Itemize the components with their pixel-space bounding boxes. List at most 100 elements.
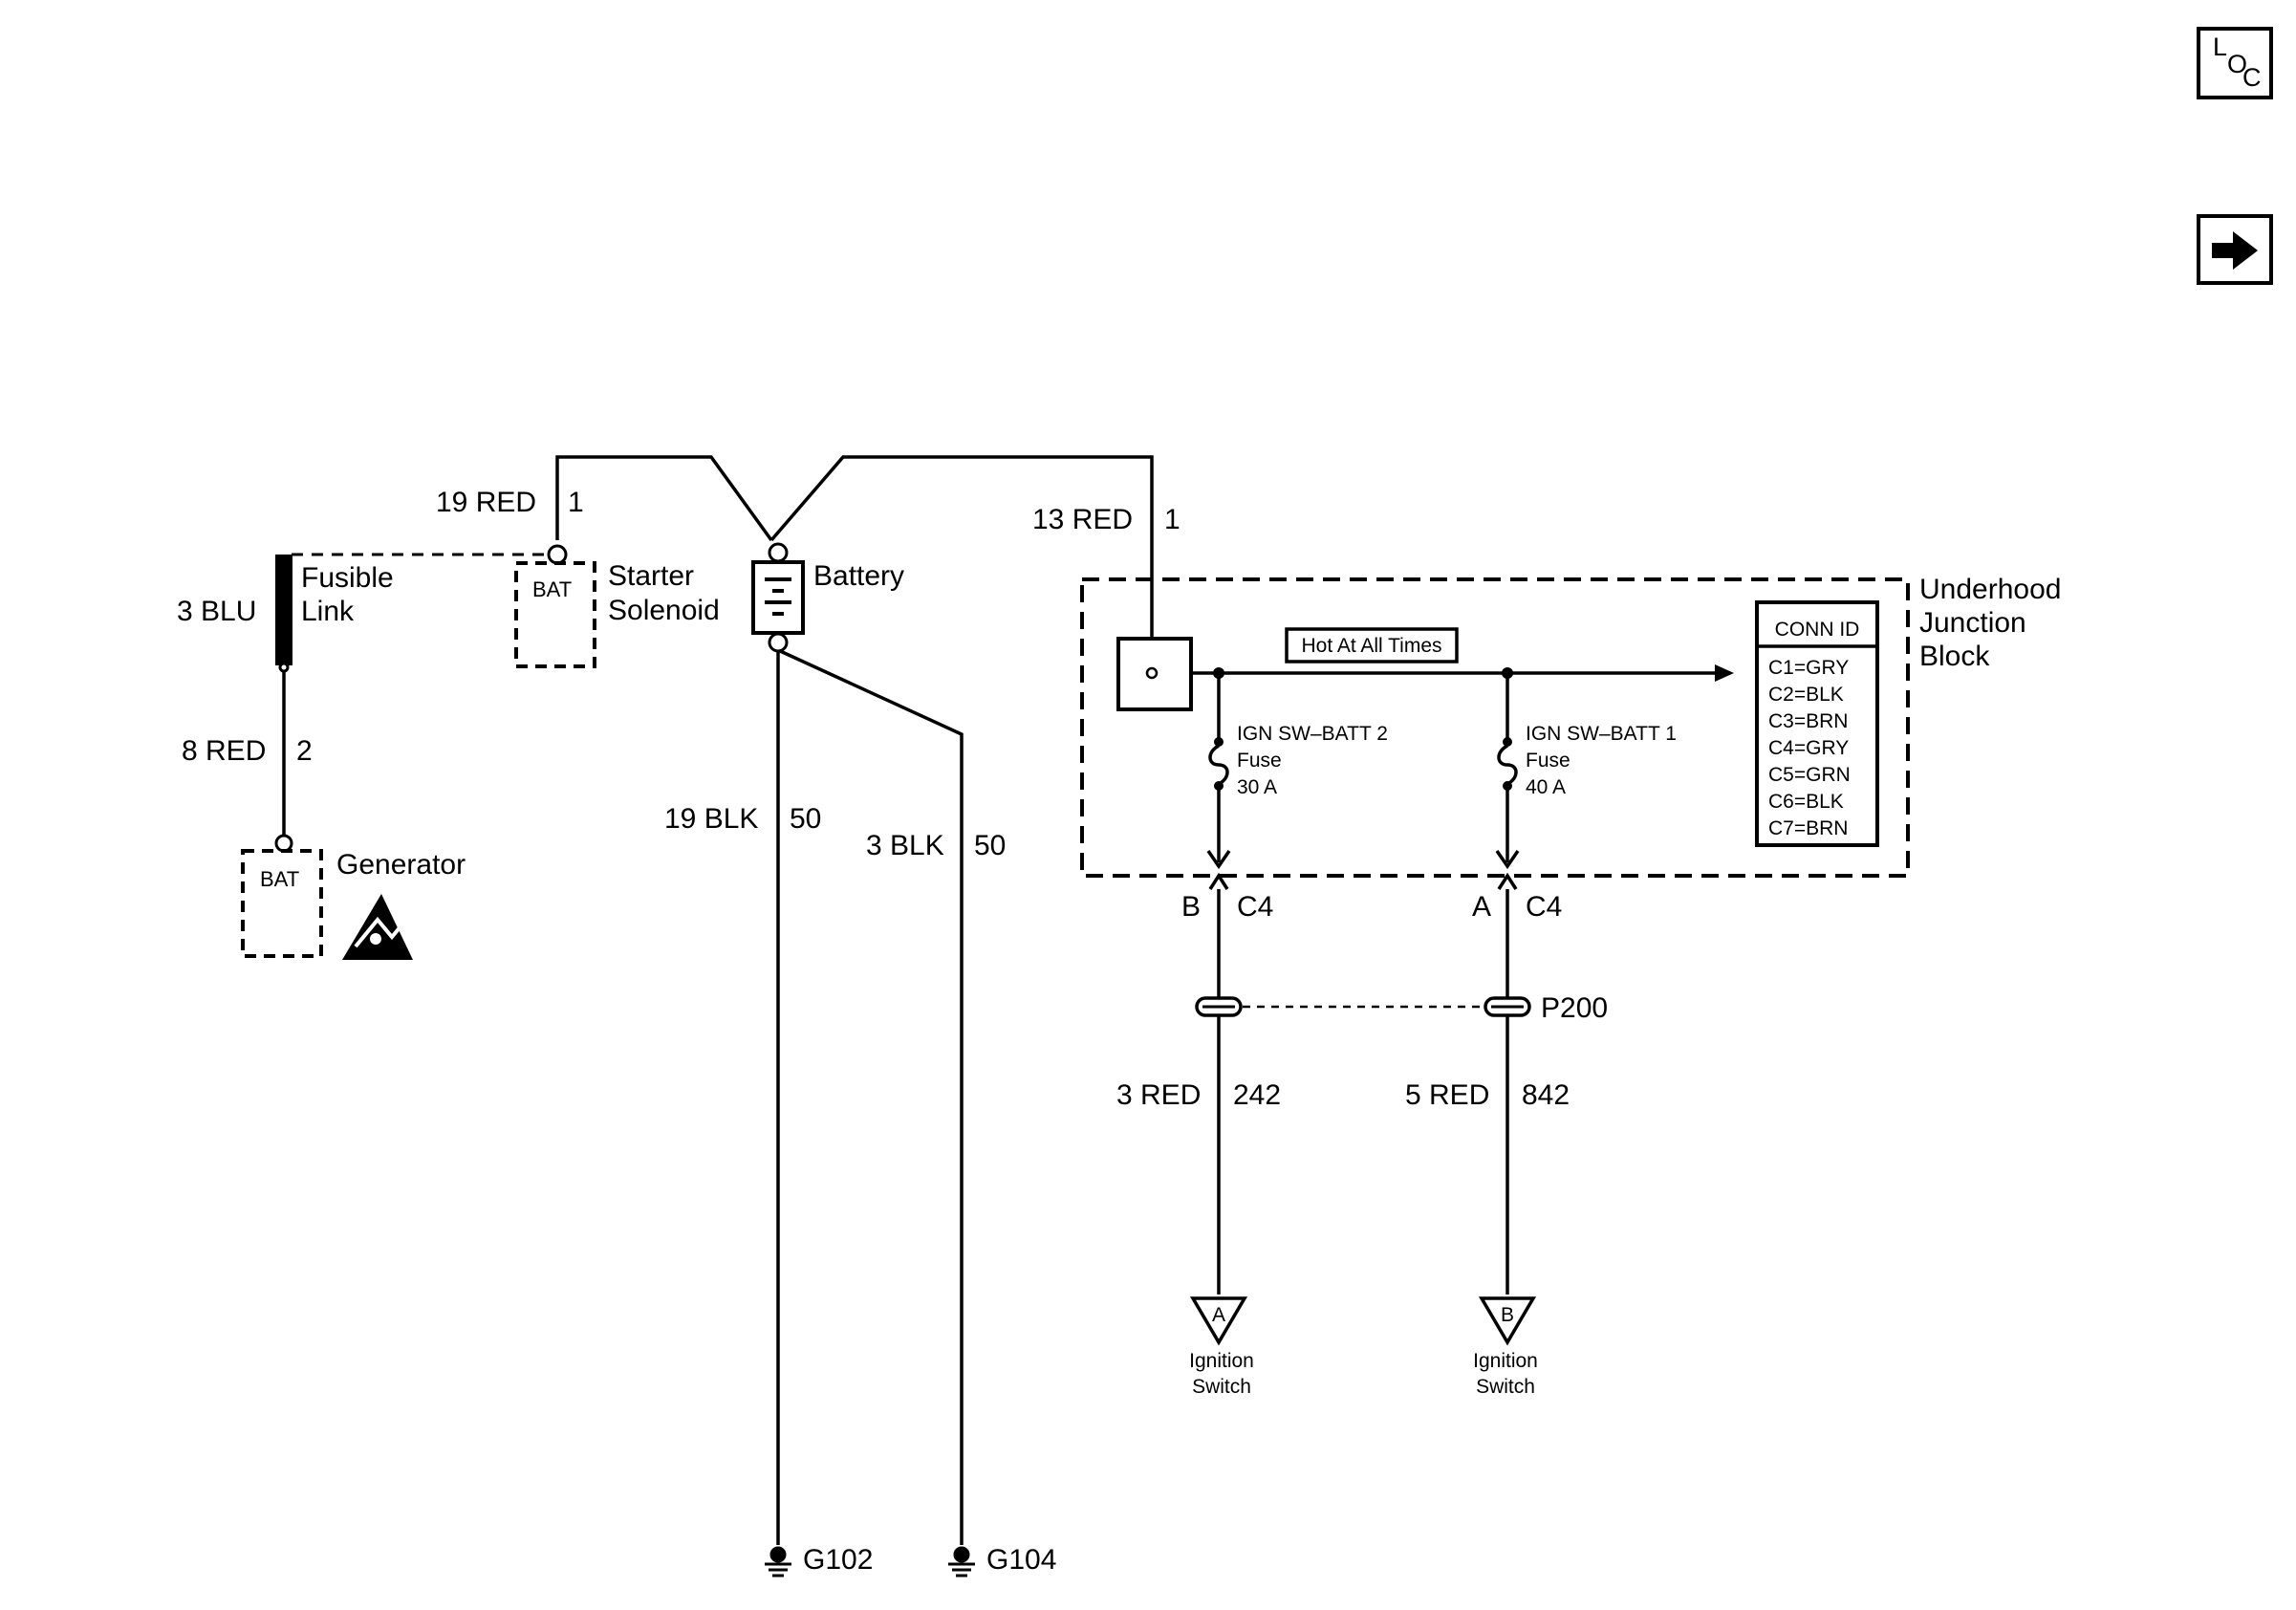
battery: Battery 13 RED 1 19 BLK 50 3 BLK 50 [664,504,1180,861]
fusible-link-lower-terminal [278,662,290,673]
starter-solenoid-terminal [547,544,568,565]
fuse-terminal [1503,781,1512,791]
location-letter-l: L [2213,33,2227,61]
fuse-1-name: IGN SW–BATT 1 [1526,723,1677,745]
generator: BAT Generator [241,834,466,960]
c4-pin-a-label: A [1472,891,1491,923]
circuit-242-gauge-label: 3 RED [1116,1079,1201,1111]
fuse-icon [1208,744,1229,786]
page-reference-a-label: A [1212,1304,1225,1326]
wire-battery-to-junction-block [769,455,1154,673]
output-circuit-242: 3 RED 242 A Ignition Switch [1116,1079,1281,1398]
ground-g104-label: G104 [986,1544,1056,1576]
destination-label-line2: Switch [1192,1376,1251,1398]
junction-block-label-line1: Underhood [1919,574,2061,605]
destination-label-line1: Ignition [1189,1350,1254,1372]
fusible-link-wire-label: 3 BLU [177,596,256,627]
battery-positive-terminal [768,542,789,563]
ground-g102-label: G102 [803,1544,873,1576]
bus-splice-1 [1213,667,1224,679]
connector-male-icon [1497,872,1518,890]
location-button[interactable]: L O C [2197,27,2273,99]
battery-case [751,560,805,635]
fusible-link-label-line1: Fusible [301,562,394,594]
wires [282,455,1721,1545]
conn-id-row: C1=GRY [1768,657,1849,679]
c4-connector-label: C4 [1237,891,1273,923]
fuse-2-type: Fuse [1237,750,1282,772]
battery-negative-terminal [768,632,789,653]
fuse-icon [1497,744,1518,786]
junction-block-boundary [1080,577,1910,878]
conn-id-row: C3=BRN [1768,710,1848,732]
fusible-link: 3 BLU Fusible Link 8 RED 2 [177,555,394,767]
generator-wire-circuit-label: 2 [296,735,313,767]
bus-continues-arrow-icon [1715,664,1734,682]
page-reference-triangle-icon [1478,1296,1537,1346]
fusible-link-label-line2: Link [301,596,355,627]
fuse-2-name: IGN SW–BATT 2 [1237,723,1388,745]
starter-solenoid-terminal-label: BAT [532,577,572,601]
circuit-242-number-label: 242 [1233,1079,1281,1111]
esd-sensitive-icon [342,894,413,960]
arrow-right-icon [2212,231,2258,270]
conn-id-table-frame [1755,600,1879,847]
c4-pin-b-label: B [1181,891,1201,923]
conn-id-row: C7=BRN [1768,817,1848,839]
next-page-button-frame [2197,214,2273,285]
fuse-terminal [1214,781,1224,791]
battery-label: Battery [813,560,904,592]
fuse-ign-sw-batt-1: IGN SW–BATT 1 Fuse 40 A [1497,723,1677,798]
c4-connector-label: C4 [1526,891,1562,923]
wire-battery-ground-g104 [777,648,964,1545]
starter-solenoid-label-line2: Solenoid [608,595,720,626]
conn-id-row: C6=BLK [1768,791,1844,813]
p200-label: P200 [1541,992,1608,1024]
ground-icon [948,1546,975,1577]
inline-connector-icon [1195,996,1243,1017]
starter-solenoid: 19 RED 1 BAT Starter Solenoid [436,487,720,668]
bus-splice-2 [1502,667,1513,679]
hot-at-all-times-label: Hot At All Times [1301,635,1441,657]
connector-male-icon [1208,872,1229,890]
conn-id-table: CONN ID C1=GRY C2=BLK C3=BRN C4=GRY C5=G… [1755,600,1879,847]
fuse-terminal [1214,737,1224,747]
battery-feed-gauge-label: 13 RED [1032,504,1133,535]
battery-feed-circuit-label: 1 [1164,504,1180,535]
fuse-2-rating: 30 A [1237,776,1277,798]
next-page-button[interactable] [2197,214,2273,285]
location-button-frame [2197,27,2273,99]
conn-id-row: C4=GRY [1768,737,1849,759]
generator-terminal [274,834,293,853]
generator-wire-gauge-label: 8 RED [182,735,266,767]
connector-female-arrow-icon [1206,850,1231,870]
fuse-1-rating: 40 A [1526,776,1566,798]
ground-g102: G102 [765,1544,873,1577]
ground-wire-2-circuit-label: 50 [974,830,1006,861]
output-circuit-842: 5 RED 842 B Ignition Switch [1405,1079,1570,1398]
generator-terminal-label: BAT [260,867,299,891]
underhood-junction-block: Underhood Junction Block Hot At All Time… [1080,574,2061,878]
wire-starter-to-battery [555,455,773,542]
circuit-842-number-label: 842 [1522,1079,1570,1111]
ground-wire-1-circuit-label: 50 [790,803,821,835]
location-letter-o: O [2227,50,2247,78]
junction-block-label-line2: Junction [1919,607,2026,639]
generator-component-box [241,849,323,958]
fuse-terminal [1503,737,1512,747]
location-letter-c: C [2242,63,2262,92]
connector-female-arrow-icon [1495,850,1520,870]
inline-connector-icon [1484,996,1531,1017]
destination-label-line1: Ignition [1473,1350,1538,1372]
battery-icon [765,577,791,616]
conn-id-row: C2=BLK [1768,684,1844,706]
ground-icon [765,1546,791,1577]
circuit-842-gauge-label: 5 RED [1405,1079,1489,1111]
junction-block-label-line3: Block [1919,641,1990,672]
ground-wire-1-gauge-label: 19 BLK [664,803,758,835]
starter-solenoid-component-box [514,561,596,668]
starter-solenoid-label-line1: Starter [608,560,694,592]
destination-label-line2: Switch [1476,1376,1535,1398]
fuse-ign-sw-batt-2: IGN SW–BATT 2 Fuse 30 A [1208,723,1388,798]
